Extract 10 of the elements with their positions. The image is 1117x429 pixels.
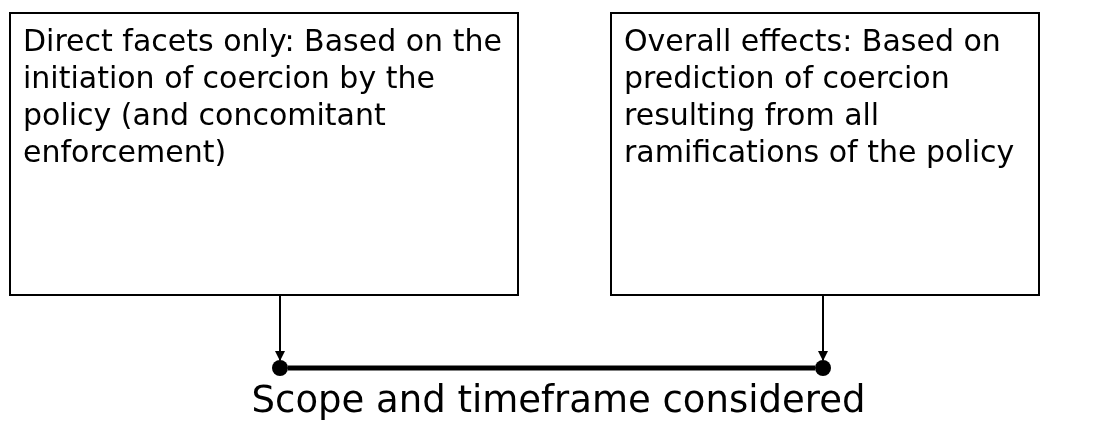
- axis-label: Scope and timeframe considered: [251, 378, 866, 422]
- scale-line: [288, 365, 815, 371]
- arrow: [818, 295, 828, 361]
- endpoint-dot: [272, 360, 288, 376]
- text-box: [610, 12, 1040, 296]
- box-text: Overall effects: Based on prediction of coercion resulting from all ramifications of the policy: [624, 22, 1016, 170]
- box-text: Direct facets only: Based on the initiation of coercion by the policy (and concomitant enforcement): [23, 22, 503, 170]
- text-box: [9, 12, 519, 296]
- endpoint-dot: [815, 360, 831, 376]
- arrow: [275, 295, 285, 361]
